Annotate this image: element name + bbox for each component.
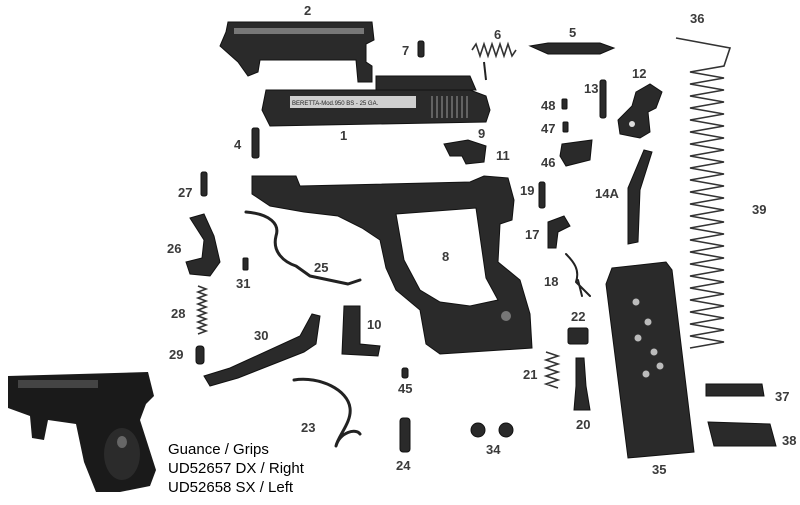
label-part-48: 48 — [541, 98, 556, 113]
label-part-4: 4 — [234, 137, 242, 152]
part-8-frame — [251, 175, 533, 355]
part-24-pin — [399, 417, 411, 453]
label-part-25: 25 — [314, 260, 329, 275]
label-part-37: 37 — [775, 389, 790, 404]
label-part-19: 19 — [520, 183, 535, 198]
part-27-pin — [200, 171, 208, 197]
label-part-14A: 14A — [595, 186, 619, 201]
label-part-21: 21 — [523, 367, 538, 382]
part-19-pin — [538, 181, 546, 209]
part-29-plunger — [195, 345, 205, 365]
part-14A-bar — [627, 149, 653, 245]
label-part-46: 46 — [541, 155, 556, 170]
label-part-28: 28 — [171, 306, 186, 321]
part-18-wire-spring — [565, 253, 591, 297]
part-7-pin — [417, 40, 425, 58]
part-25-wire-spring — [244, 210, 362, 286]
part-12-hammer — [617, 83, 663, 139]
label-part-23: 23 — [301, 420, 316, 435]
part-38-base-plate — [707, 421, 777, 447]
part-17-catch — [547, 215, 571, 249]
label-part-35: 35 — [652, 462, 667, 477]
label-part-12: 12 — [632, 66, 647, 81]
label-part-6: 6 — [494, 27, 502, 42]
label-part-24: 24 — [396, 458, 411, 473]
part-21-spring — [543, 351, 561, 389]
label-part-29b: 29 — [169, 347, 184, 362]
part-23-wire-spring — [292, 377, 362, 448]
part-30-lever — [203, 313, 321, 387]
label-part-22: 22 — [571, 309, 586, 324]
label-part-8: 8 — [442, 249, 450, 264]
part-2-barrel — [219, 21, 375, 83]
label-part-30: 30 — [254, 328, 269, 343]
part-4-pin — [251, 127, 260, 159]
label-part-7: 7 — [402, 43, 410, 58]
caption-right-grip: UD52657 DX / Right — [168, 460, 304, 477]
part-45-pin — [401, 367, 409, 379]
label-part-34: 34 — [486, 442, 501, 457]
label-part-31: 31 — [236, 276, 251, 291]
label-part-36: 36 — [690, 11, 705, 26]
part-10-block — [341, 305, 381, 357]
label-part-38: 38 — [782, 433, 797, 448]
part-31-pin — [242, 257, 249, 271]
part-5-firing-pin — [528, 42, 616, 55]
caption-left-grip: UD52658 SX / Left — [168, 479, 294, 496]
label-part-45b: 45 — [398, 381, 413, 396]
label-part-2: 2 — [304, 3, 312, 18]
label-part-5: 5 — [569, 25, 577, 40]
part-20-pin — [573, 357, 591, 411]
part-34-screw-a — [470, 422, 486, 438]
part-26-trigger — [185, 213, 221, 277]
label-part-39: 39 — [752, 202, 767, 217]
caption-grips: Guance / Grips — [168, 441, 269, 458]
part-37-follower — [705, 383, 765, 397]
label-part-47: 47 — [541, 121, 556, 136]
label-part-20: 20 — [576, 417, 591, 432]
part-11-lever — [443, 139, 487, 165]
part-1-slide: BERETTA-Mod.950 BS - 25 GA. — [261, 75, 491, 127]
part-48-pin — [561, 98, 568, 110]
label-part-17: 17 — [525, 227, 540, 242]
slide-marking: BERETTA-Mod.950 BS - 25 GA. — [292, 101, 379, 107]
part-28-spring — [195, 285, 209, 335]
part-34-screw-b — [498, 422, 514, 438]
part-35-magazine — [605, 261, 695, 459]
part-13-pin — [599, 79, 607, 119]
part-47-pin — [562, 121, 569, 133]
label-part-11: 11 — [496, 148, 510, 163]
label-part-1: 1 — [340, 128, 348, 143]
pistol-photo — [0, 362, 166, 500]
part-6-spring — [471, 41, 517, 81]
label-part-10: 10 — [367, 317, 382, 332]
label-part-18: 18 — [544, 274, 559, 289]
part-22-nut — [567, 327, 589, 345]
label-part-27: 27 — [178, 185, 193, 200]
part-46-block — [559, 139, 593, 167]
label-part-26: 26 — [167, 241, 182, 256]
part-36-39-magazine-spring — [675, 37, 732, 349]
label-part-9: 9 — [478, 126, 486, 141]
label-part-13: 13 — [584, 81, 599, 96]
